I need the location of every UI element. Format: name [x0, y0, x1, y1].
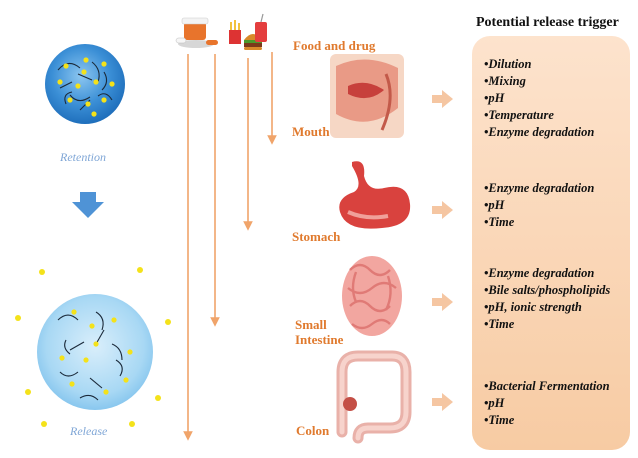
- arrow-right-icon: [432, 293, 453, 311]
- trigger-item: •pH, ionic strength: [484, 299, 610, 316]
- trigger-item: •pH: [484, 90, 594, 107]
- small-intestine-label-line1: Small: [295, 317, 343, 332]
- release-caption: Release: [70, 424, 107, 439]
- trigger-item: •Bacterial Fermentation: [484, 378, 610, 395]
- trigger-item: •pH: [484, 395, 610, 412]
- colon-organ-icon: [342, 356, 406, 438]
- mouth-label: Mouth: [292, 124, 330, 139]
- trigger-item: •Dilution: [484, 56, 594, 73]
- trigger-item: •Mixing: [484, 73, 594, 90]
- small-intestine-label: Small Intestine: [295, 317, 343, 347]
- trigger-item: •pH: [484, 197, 594, 214]
- retention-caption: Retention: [60, 150, 106, 165]
- trigger-item: •Enzyme degradation: [484, 124, 594, 141]
- food-and-drug-label: Food and drug: [293, 38, 375, 53]
- trigger-item: •Time: [484, 412, 610, 429]
- arrow-right-icon: [432, 90, 453, 108]
- trigger-list-small-intestine: •Enzyme degradation •Bile salts/phosphol…: [484, 265, 610, 333]
- trigger-list-stomach: •Enzyme degradation •pH •Time: [484, 180, 594, 231]
- small-intestine-organ-icon: [342, 256, 402, 336]
- mouth-organ-icon: [330, 54, 404, 138]
- trigger-list-mouth: •Dilution •Mixing •pH •Temperature •Enzy…: [484, 56, 594, 141]
- trigger-item: •Enzyme degradation: [484, 180, 594, 197]
- trigger-item: •Time: [484, 316, 610, 333]
- trigger-item: •Time: [484, 214, 594, 231]
- stomach-organ-icon: [339, 161, 410, 228]
- pills-icon: [176, 18, 218, 48]
- trigger-list-colon: •Bacterial Fermentation •pH •Time: [484, 378, 610, 429]
- trigger-item: •Enzyme degradation: [484, 265, 610, 282]
- panel-title: Potential release trigger: [476, 15, 638, 31]
- colon-label: Colon: [296, 423, 329, 438]
- stomach-label: Stomach: [292, 229, 340, 244]
- trigger-arrows: [432, 90, 453, 411]
- burger-fries-drink-icon: [229, 14, 267, 50]
- trigger-item: •Temperature: [484, 107, 594, 124]
- retention-sphere: [45, 44, 125, 124]
- down-arrow-icon: [72, 192, 104, 218]
- transit-arrows: [188, 52, 272, 436]
- small-intestine-label-line2: Intestine: [295, 332, 343, 347]
- arrow-right-icon: [432, 393, 453, 411]
- arrow-right-icon: [432, 201, 453, 219]
- trigger-item: •Bile salts/phospholipids: [484, 282, 610, 299]
- release-sphere: [15, 267, 171, 427]
